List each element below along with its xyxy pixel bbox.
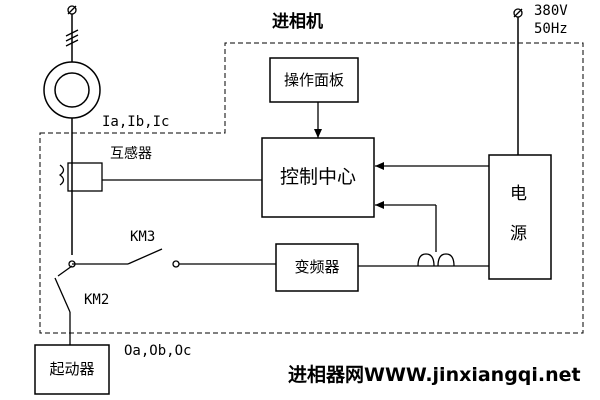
km2-contact	[57, 265, 73, 277]
power-supply-label-2: 源	[510, 224, 527, 244]
starter-box	[34, 344, 110, 395]
power-supply-box	[488, 154, 552, 280]
three-phase-mark-icon	[65, 29, 79, 47]
operation-panel-box	[269, 57, 359, 103]
supply-terminal-icon	[513, 8, 523, 18]
inverter-label: 变频器	[294, 258, 340, 276]
current-signal-label: Ia,Ib,Ic	[102, 114, 170, 130]
control-center-label: 控制中心	[279, 166, 356, 188]
supply-voltage-label: 380V	[534, 3, 568, 19]
km3-contact	[127, 248, 163, 265]
output-signal-label: Oa,Ob,Oc	[124, 343, 192, 359]
transformer-label: 互感器	[110, 146, 152, 162]
phase-advancer-boundary	[39, 42, 584, 334]
km3-label: KM3	[130, 229, 156, 245]
km3-terminal	[172, 260, 180, 268]
power-supply-label-1: 电	[510, 184, 527, 204]
km2-label: KM2	[84, 292, 110, 308]
diagram-title: 进相机	[272, 12, 323, 32]
operation-panel-label: 操作面板	[283, 70, 344, 89]
starter-label: 起动器	[49, 360, 95, 378]
main-terminal-icon	[67, 5, 77, 15]
km2-blade	[54, 277, 71, 313]
motor-icon	[43, 61, 101, 119]
control-center-box	[261, 137, 375, 218]
supply-frequency-label: 50Hz	[534, 21, 568, 37]
inverter-box	[275, 243, 359, 292]
watermark-text: 进相器网WWW.jinxiangqi.net	[288, 364, 581, 386]
current-transformer-icon	[58, 162, 103, 192]
current-sensor-icon	[417, 253, 455, 267]
